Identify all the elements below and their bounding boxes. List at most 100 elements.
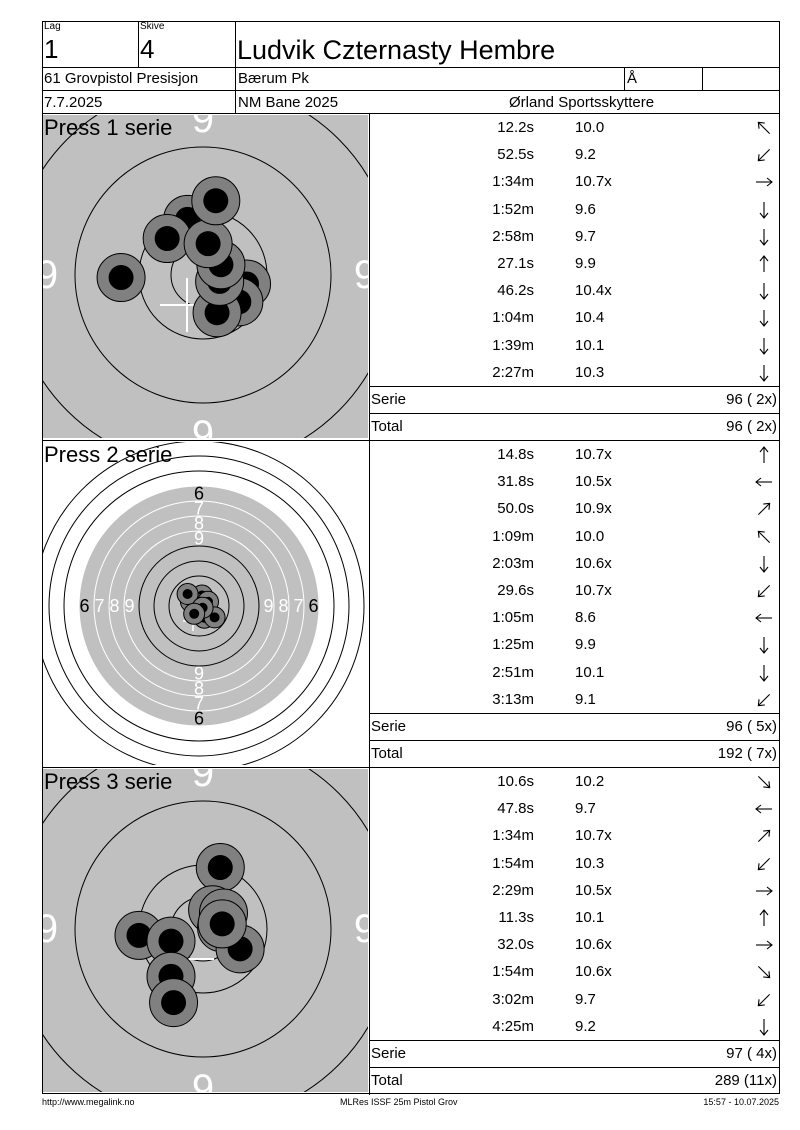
shot-score: 10.9x	[575, 500, 612, 518]
grid-line	[369, 768, 370, 1095]
shot-time: 14.8s	[497, 446, 534, 463]
shot-score: 10.5x	[575, 473, 612, 491]
grid-line	[369, 740, 780, 741]
footer-printed-time: 15:57 - 10.07.2025	[703, 1097, 779, 1107]
shot-hole-core	[204, 300, 230, 326]
shot-hole-core	[182, 589, 193, 599]
skive-label: Skive	[140, 21, 165, 32]
shot-hole-core	[126, 922, 152, 948]
organizer-name: Ørland Sportsskyttere	[509, 94, 655, 111]
ring-number: 9	[263, 596, 273, 616]
shot-direction-arrow-icon	[748, 686, 776, 713]
shot-direction-arrow-icon	[748, 877, 776, 904]
series-title: Press 3 serie	[44, 769, 173, 794]
shot-score: 9.6	[575, 200, 596, 218]
shot-time: 1:34m	[492, 827, 534, 845]
target-3: 99998888Press 3 serie	[43, 769, 368, 1092]
shot-time: 1:54m	[492, 854, 534, 872]
series-title: Press 2 serie	[44, 442, 173, 467]
shot-hole-core	[158, 928, 184, 954]
ring-number: 8	[109, 596, 119, 616]
grid-line	[42, 440, 780, 441]
shot-direction-arrow-icon	[748, 604, 776, 631]
shot-time: 3:02m	[492, 990, 534, 1008]
shot-score: 10.0	[575, 119, 605, 136]
shot-direction-arrow-icon	[748, 931, 776, 958]
shot-score: 10.4	[575, 309, 605, 327]
shot-time: 1:39m	[492, 336, 534, 354]
shot-hole-core	[209, 612, 220, 623]
shot-direction-arrow-icon	[748, 795, 776, 822]
ring-number: 9	[194, 664, 204, 684]
total-label: Total	[371, 745, 403, 762]
ring-number: 6	[79, 596, 89, 616]
shot-hole-core	[207, 855, 233, 881]
shot-score: 10.2	[575, 773, 605, 790]
serie-label: Serie	[371, 391, 407, 408]
shot-time: 27.1s	[497, 255, 534, 272]
ring-number: 6	[194, 709, 204, 729]
ring-number: 9	[194, 529, 204, 549]
shot-score: 10.7x	[575, 446, 612, 463]
shot-direction-arrow-icon	[748, 168, 776, 195]
scoring-ring	[48, 455, 350, 757]
shot-time: 1:25m	[492, 636, 534, 654]
total-score: 192 ( 7x)	[717, 745, 777, 762]
shot-time: 12.2s	[497, 119, 534, 136]
grid-line	[369, 1067, 780, 1068]
scoring-ring	[74, 800, 332, 1058]
shot-time: 3:13m	[492, 690, 534, 708]
shot-score: 9.2	[575, 146, 596, 164]
ring-number: 8	[194, 679, 204, 699]
shot-time: 4:25m	[492, 1017, 534, 1035]
scoring-ring	[93, 500, 305, 712]
grid-line	[369, 441, 370, 768]
scoring-ring	[63, 470, 335, 742]
shooter-name: Ludvik Czternasty Hembre	[237, 35, 556, 65]
shot-direction-arrow-icon	[748, 196, 776, 223]
shot-direction-arrow-icon	[748, 304, 776, 331]
shot-time: 2:58m	[492, 227, 534, 245]
shot-score: 10.5x	[575, 881, 612, 899]
shot-hole-core	[108, 265, 134, 291]
total-score: 96 ( 2x)	[726, 418, 777, 435]
shot-time: 11.3s	[498, 909, 534, 926]
shot-direction-arrow-icon	[748, 822, 776, 849]
shot-time: 50.0s	[497, 500, 534, 518]
grid-line	[42, 767, 780, 768]
shot-time: 29.6s	[497, 582, 534, 599]
total-label: Total	[371, 418, 403, 435]
age-class: Å	[627, 70, 638, 87]
shot-time: 2:51m	[492, 663, 534, 681]
shot-time: 2:29m	[492, 881, 534, 899]
target-1: 99998888Press 1 serie	[43, 115, 368, 438]
shot-score: 10.7x	[575, 173, 612, 191]
shot-time: 47.8s	[497, 800, 534, 818]
shot-time: 1:52m	[492, 200, 534, 218]
shot-direction-arrow-icon	[748, 250, 776, 277]
shot-hole-core	[209, 911, 235, 937]
ring-number: 9	[192, 1067, 214, 1092]
scoring-ring	[74, 146, 332, 404]
ring-number: 9	[354, 907, 368, 951]
shot-time: 46.2s	[497, 282, 534, 300]
shot-direction-arrow-icon	[748, 986, 776, 1013]
shot-score: 9.2	[575, 1017, 596, 1035]
shot-score: 8.6	[575, 609, 596, 627]
series-title: Press 1 serie	[44, 115, 173, 140]
shot-direction-arrow-icon	[748, 550, 776, 577]
shot-direction-arrow-icon	[748, 904, 776, 931]
grid-line	[369, 1040, 780, 1041]
shot-time: 1:04m	[492, 309, 534, 327]
shot-direction-arrow-icon	[748, 114, 776, 141]
ring-number: 7	[293, 596, 303, 616]
shot-time: 10.6s	[497, 773, 534, 790]
ring-number: 9	[192, 413, 214, 438]
grid-line	[369, 386, 780, 387]
club-name: Bærum Pk	[238, 70, 309, 87]
total-label: Total	[371, 1072, 403, 1089]
shot-score: 9.7	[575, 800, 596, 818]
shot-score: 10.6x	[575, 554, 612, 572]
shot-direction-arrow-icon	[748, 768, 776, 795]
